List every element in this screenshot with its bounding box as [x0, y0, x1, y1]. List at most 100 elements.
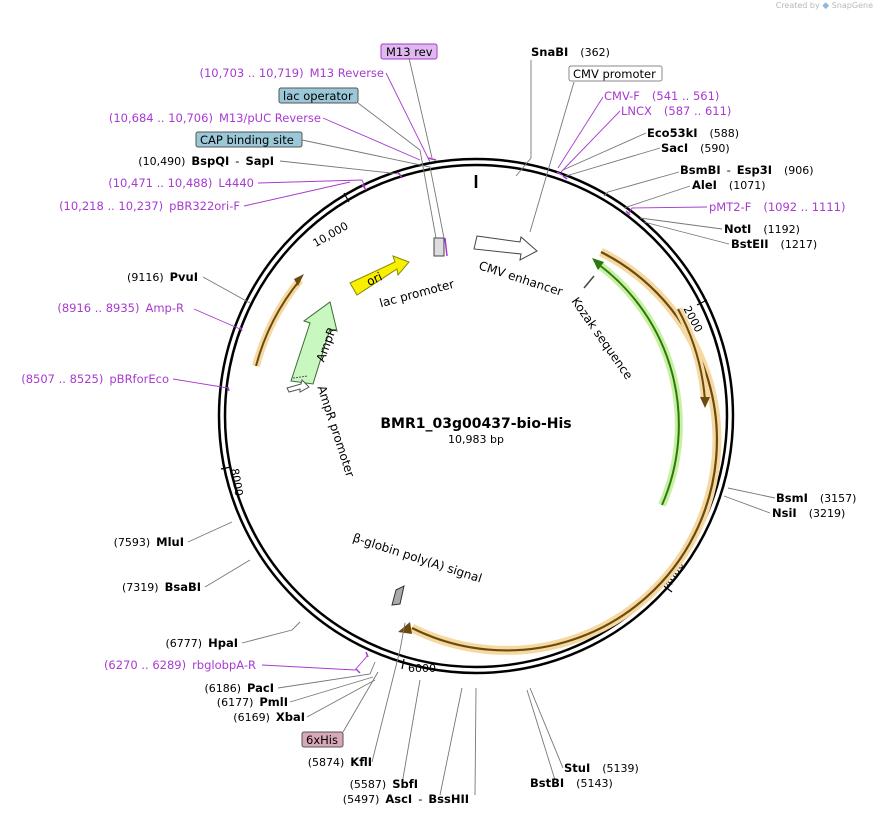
m13puc-label: (10,684 .. 10,706) M13/pUC Reverse [109, 111, 321, 125]
bsabi-name: BsaBI [165, 580, 201, 594]
pbrfor-label: (8507 .. 8525)pBRforEco [21, 372, 169, 386]
ampr-orf-arc [255, 279, 301, 367]
orf-main-arc [411, 251, 718, 652]
ori-label: ori [364, 270, 384, 289]
stui-name: StuI [564, 761, 590, 775]
leader-kfli [371, 622, 406, 763]
m13r-name: M13 Reverse [310, 66, 384, 80]
tick-mark-6000 [401, 658, 405, 670]
ampr-promoter-label: AmpR promoter [315, 384, 358, 479]
lncx-name: LNCX [621, 104, 652, 118]
alei-label: AleI(1071) [692, 178, 766, 192]
m13r-range: (10,703 .. 10,719) [199, 66, 303, 80]
leader-pvui [202, 276, 251, 304]
lac-promoter-feature [433, 237, 445, 257]
rglob-label: (6270 .. 6289)rbglobpA-R [104, 658, 256, 672]
bsteii-pos: (1217) [781, 238, 818, 251]
xbai-name: XbaI [276, 710, 305, 724]
leader-ampr [193, 308, 241, 330]
leader-cmvprom [529, 81, 575, 233]
hpai-range: (6777) [166, 637, 203, 650]
nsii-pos: (3219) [809, 507, 846, 520]
primer-mark-lncx [562, 175, 568, 180]
his-tag-label: 6xHis [306, 733, 338, 747]
leader-his [342, 671, 379, 733]
primer-mark-bspqi [397, 171, 403, 179]
leader-paci [277, 661, 376, 689]
xbai-label: (6169) XbaI [233, 710, 305, 724]
noti-pos: (1192) [763, 223, 800, 236]
ori-feature [349, 255, 410, 296]
pmt2-pos: (1092 .. 1111) [763, 200, 845, 214]
m13r-label: (10,703 .. 10,719) M13 Reverse [199, 66, 384, 80]
leader-cap [301, 139, 445, 239]
right-label-group: SnaBI(362) CMV-F(541 .. 561) LNCX(587 ..… [530, 45, 856, 790]
pmli-name: PmlI [259, 695, 288, 709]
bsabi-range: (7319) [122, 581, 159, 594]
snabi-label: SnaBI(362) [531, 45, 610, 59]
green-orf-arc [597, 263, 680, 506]
m13puc-name: M13/pUC Reverse [219, 111, 321, 125]
bspqi-dash: - [235, 154, 239, 168]
m13puc-range: (10,684 .. 10,706) [109, 111, 213, 125]
orf-small-arrowhead [700, 397, 710, 408]
globin-polya-label: β-globin poly(A) signal [351, 531, 484, 586]
leader-xbai [306, 679, 376, 718]
plasmid-length: 10,983 bp [448, 433, 504, 446]
tick-mark-10000 [343, 192, 350, 203]
cmv-enhancer-label: CMV enhancer [477, 259, 564, 299]
pmli-label: (6177) PmlI [217, 695, 288, 709]
esp3i-name: Esp3I [737, 163, 772, 177]
sbfi-range: (5587) [350, 778, 387, 791]
lac-operator-box [278, 87, 359, 104]
cmv-promoter-box [568, 65, 663, 82]
leader-cmvf [557, 96, 604, 169]
kozak-feature [583, 275, 595, 289]
ampr-promoter-feature [286, 379, 310, 393]
leader-lacop [357, 102, 437, 239]
pmli-range: (6177) [217, 696, 254, 709]
leader-eco53 [562, 132, 647, 171]
leader-pbrfor [172, 378, 229, 389]
stui-pos: (5139) [602, 762, 639, 775]
cmvf-name: CMV-F [604, 89, 640, 103]
leader-pmt2 [627, 206, 708, 215]
bsmi-label: BsmI (3157) [776, 491, 856, 505]
cap-site-box [195, 131, 303, 148]
ampr-promoter-marker [292, 375, 309, 379]
bsmi-pos: (3157) [820, 492, 857, 505]
bsmbi-name: BsmBI [680, 163, 721, 177]
leader-bsmi [727, 487, 776, 499]
eco53-label: Eco53kI(588) [647, 126, 739, 140]
bsmi-name: BsmI [776, 491, 808, 505]
kfli-name: KflI [350, 755, 372, 769]
xbai-range: (6169) [233, 711, 270, 724]
snapgene-credit: Created by ◆ SnapGene [776, 1, 873, 11]
bstbi-name: BstBI [530, 776, 564, 790]
ampr-primer-range: (8916 .. 8935) [57, 301, 139, 315]
leader-asci [439, 687, 463, 796]
lncx-label: LNCX(587 .. 611) [621, 104, 731, 118]
leader-saci [565, 147, 661, 177]
leader-sbfi [401, 679, 421, 785]
leader-nsii [723, 495, 771, 514]
l4440-range: (10,471 .. 10,488) [108, 176, 212, 190]
pmt2-label: pMT2-F(1092 .. 1111) [709, 200, 845, 214]
kozak-label: Kozak sequence [569, 295, 636, 382]
lac-promoter-label: lac promoter [378, 277, 456, 310]
pvui-range: (9116) [127, 271, 164, 284]
l4440-name: L4440 [218, 176, 254, 190]
leader-bsteii [643, 221, 730, 245]
pbr322-name: pBR322ori-F [169, 199, 240, 213]
bsmbi-dash: - [727, 163, 731, 177]
l4440-label: (10,471 .. 10,488) L4440 [108, 176, 254, 190]
tick-mark-8000 [220, 466, 232, 470]
saci-label: SacI(590) [661, 141, 730, 155]
his-tag-box [301, 731, 344, 748]
leader-pbr322 [243, 181, 351, 207]
leader-bsmbi [603, 171, 680, 197]
globin-polya-feature [391, 585, 405, 606]
nsii-name: NsiI [772, 506, 797, 520]
tick-label-6000: 6000 [408, 662, 436, 675]
